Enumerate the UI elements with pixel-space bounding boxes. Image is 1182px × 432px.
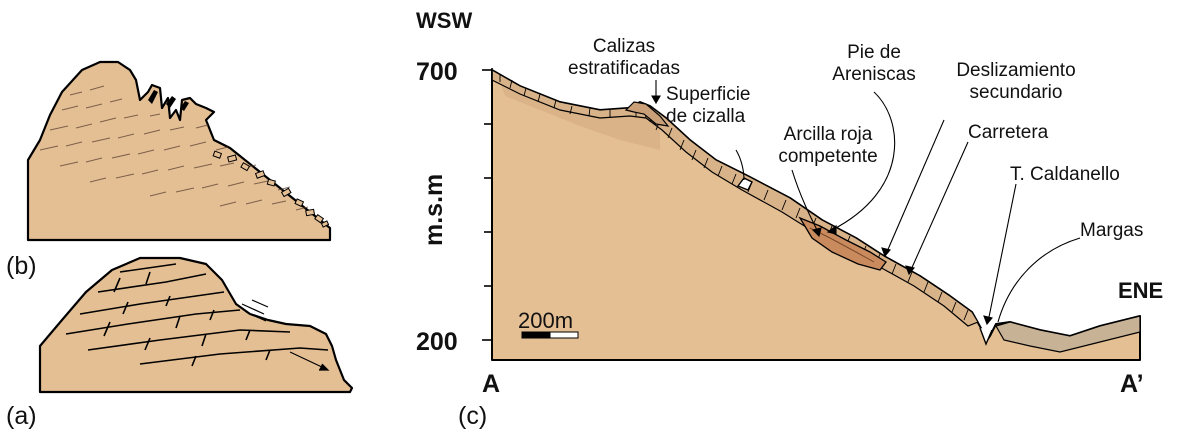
- elevation-axis-label: m.s.m: [420, 174, 448, 246]
- annotation-line: T. Caldanello: [1010, 164, 1120, 185]
- creek-channel: [979, 327, 993, 346]
- annotation-line: secundario: [970, 82, 1063, 103]
- arrowhead-calizas: [651, 95, 661, 105]
- annotation-line: Superficie: [666, 84, 751, 105]
- elevation-tick-700: 700: [416, 58, 458, 86]
- leader-cizalla: [735, 149, 745, 181]
- panel-b-diagram: [26, 60, 332, 242]
- panel-a-slip-arrows: [241, 299, 330, 371]
- arrowhead-carretera: [905, 265, 915, 276]
- elevation-axis: [482, 68, 493, 342]
- leader-arcilla: [791, 169, 819, 233]
- annotation-line: de cizalla: [666, 106, 746, 127]
- arrowhead-secundario: [881, 247, 891, 258]
- orientation-ene: ENE: [1118, 278, 1163, 303]
- scale-bar-label: 200m: [518, 308, 573, 333]
- panel-b-rock-mass: [26, 60, 332, 242]
- arrowhead-arcilla: [811, 227, 822, 238]
- calizas-crest: [624, 101, 670, 127]
- panel-b-toppling-blocks: [148, 90, 189, 111]
- annotation-carretera: Carretera: [968, 122, 1049, 143]
- leader-carretera: [909, 141, 969, 273]
- leader-secundario: [885, 119, 945, 255]
- annotation-line: estratificadas: [568, 58, 680, 79]
- panel-b-label: (b): [6, 252, 37, 280]
- annotation-leaders: [651, 80, 1081, 326]
- scale-bar: [521, 331, 579, 339]
- margas-fill: [995, 315, 1141, 353]
- panel-b-foliation: [39, 85, 309, 211]
- shear-notch: [736, 177, 753, 191]
- panel-a-bedding: [65, 263, 329, 367]
- orientation-wsw: WSW: [416, 8, 472, 33]
- arrowhead-caldanello: [983, 315, 993, 326]
- point-end: A’: [1120, 370, 1144, 398]
- panel-c-diagram: [482, 68, 1141, 361]
- leader-pie: [831, 91, 896, 231]
- panel-b-debris: [212, 150, 330, 228]
- annotation-line: Deslizamiento: [956, 60, 1075, 81]
- leader-margas: [997, 237, 1081, 323]
- annotation-caldanello: T. Caldanello: [1010, 164, 1120, 185]
- annotation-line: Carretera: [968, 122, 1049, 143]
- annotation-line: Margas: [1080, 220, 1143, 241]
- annotation-line: Areniscas: [832, 64, 915, 85]
- annotation-margas: Margas: [1080, 220, 1143, 241]
- annotation-line: Arcilla roja: [784, 124, 873, 145]
- annotation-line: competente: [778, 146, 877, 167]
- panel-a-rock-mass: [38, 256, 354, 394]
- elevation-tick-200: 200: [416, 328, 458, 356]
- arrowhead-pie: [826, 224, 837, 235]
- panel-a-label: (a): [6, 402, 37, 430]
- point-start: A: [482, 370, 500, 398]
- annotation-line: Pie de: [847, 42, 901, 63]
- panel-c-label: (c): [458, 402, 487, 430]
- panel-a-diagram: [38, 256, 354, 394]
- leader-caldanello: [987, 183, 1017, 323]
- annotation-line: Calizas: [593, 36, 655, 57]
